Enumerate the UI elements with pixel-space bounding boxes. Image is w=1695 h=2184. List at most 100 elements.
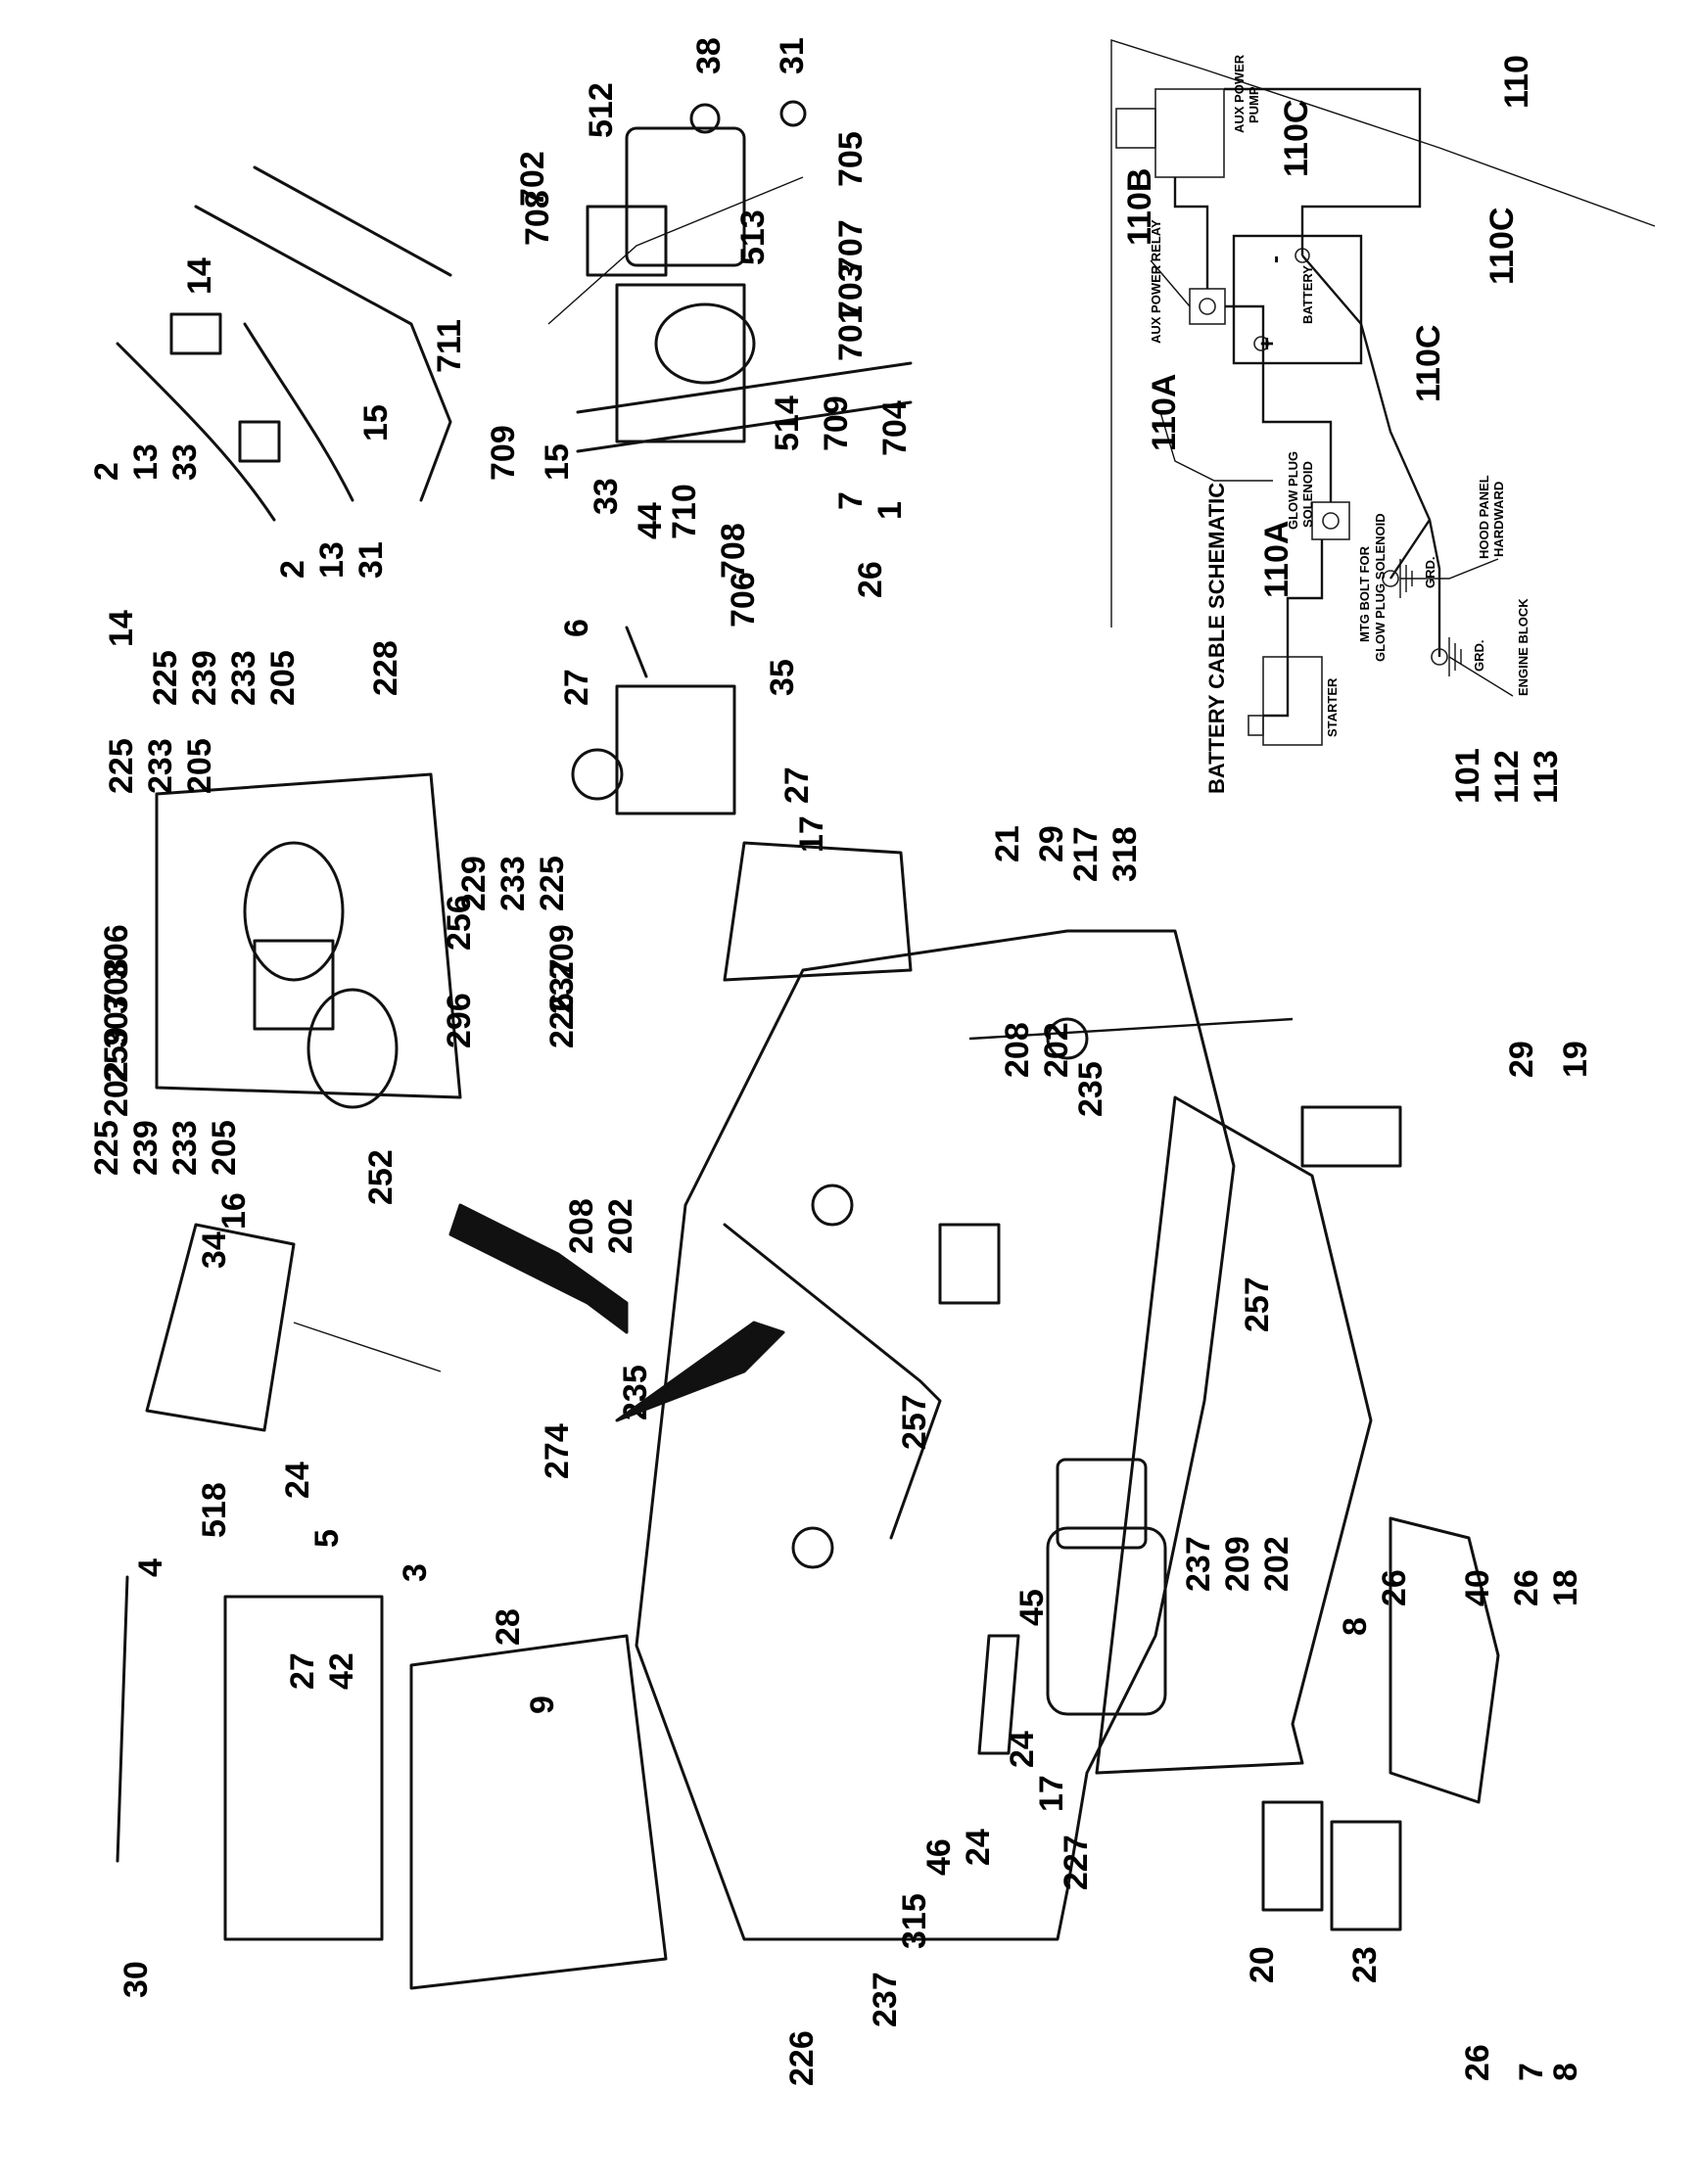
callout: 513 [734, 209, 772, 265]
bracket-40 [1389, 1516, 1500, 1804]
callout: 205 [206, 1120, 243, 1176]
callout: 318 [1106, 826, 1144, 882]
cable-110c-ground [1301, 255, 1441, 657]
callout: 20 [1244, 1946, 1281, 1983]
callout: 40 [1459, 1569, 1496, 1606]
callout: 110 [1498, 55, 1535, 109]
callout: 259 [98, 1027, 135, 1083]
hose-group: 14 2 13 33 15 2 13 31 14 [88, 165, 452, 647]
callout: 306 [98, 924, 135, 980]
solenoid-group: 225 239 233 205 228 225 233 205 229 233 … [88, 640, 581, 1205]
label-mtg-bolt-1: MTG BOLT FOR [1357, 545, 1372, 642]
callout: 307 [98, 993, 135, 1048]
callout: 704 [876, 400, 914, 456]
ground-point-hood [1382, 570, 1399, 587]
callout: 226 [543, 993, 581, 1048]
callout: 31 [774, 37, 811, 74]
label-mtg-bolt-2: GLOW PLUG SOLENOID [1373, 513, 1388, 662]
callout: 44 [632, 502, 669, 539]
frame-plate [635, 929, 1236, 1941]
callout: 26 [1459, 2044, 1496, 2081]
callout: 26 [1376, 1569, 1413, 1606]
callout: 3 [397, 1563, 434, 1582]
label-glow-plug-1: GLOW PLUG [1286, 451, 1300, 530]
label-aux-pump-2: PUMP [1247, 86, 1261, 123]
frame-hole [1046, 1017, 1089, 1060]
callout: 33 [588, 478, 625, 515]
callout: 202 [1038, 1022, 1075, 1078]
callout: 228 [367, 640, 404, 696]
solenoid-bracket-installed [723, 841, 913, 982]
hose-15 [243, 322, 354, 502]
clamp-20 [1261, 1800, 1324, 1912]
callout: 235 [1072, 1061, 1109, 1117]
fitting-31 [238, 420, 281, 463]
bolt-6 [625, 626, 648, 678]
callout: 705 [832, 131, 870, 187]
battery-cable-schematic: BATTERY CABLE SCHEMATIC STARTER MTG BOLT… [1110, 39, 1656, 804]
callout: 1 [871, 501, 909, 520]
manifold-group: 6 27 35 27 17 [558, 619, 830, 853]
cable-110b [1173, 177, 1209, 289]
solenoid-252 [306, 988, 399, 1109]
callout: 709 [485, 425, 522, 481]
battery-holddown-30 [223, 1595, 384, 1941]
manifold-cartridge [571, 748, 624, 801]
callout: 274 [539, 1423, 576, 1479]
label-hood-panel-2: HARDWARD [1491, 482, 1506, 557]
callout: 237 [543, 958, 581, 1014]
battery-plus-terminal [1253, 336, 1269, 351]
glow-plug-solenoid-box [1311, 501, 1350, 540]
glow-plug-solenoid-terminal [1322, 512, 1340, 530]
callout: 27 [284, 1652, 321, 1690]
frame-cutout [723, 1223, 942, 1540]
module-harness [293, 1322, 442, 1372]
callout: 208 [563, 1198, 600, 1254]
label-hood-panel-1: HOOD PANEL [1477, 475, 1491, 559]
callout: 296 [441, 993, 478, 1048]
control-module-518 [145, 1223, 296, 1432]
callout: 5 [308, 1529, 346, 1548]
callout: 227 [1058, 1835, 1095, 1890]
callout: 233 [142, 738, 179, 794]
callout: 237 [1180, 1536, 1217, 1592]
battery-3 [409, 1634, 668, 1990]
aux-pump-canister [625, 126, 746, 267]
callout: 252 [362, 1149, 400, 1205]
callout: 17 [1033, 1775, 1070, 1812]
callout: 21 [989, 825, 1026, 862]
leader-hood-panel [1400, 558, 1499, 580]
callout: 27 [778, 767, 816, 804]
fitting-38 [689, 103, 721, 134]
callout: 711 [431, 319, 468, 373]
callout: 229 [455, 856, 493, 911]
callout: 4 [132, 1558, 169, 1577]
arrow-to-bracket [448, 1203, 629, 1334]
solenoid-228 [243, 841, 345, 982]
callout: 8 [1547, 2063, 1584, 2081]
callout: 34 [196, 1231, 233, 1269]
main-frame: 21 29 217 318 29 19 208 202 235 208 202 … [539, 825, 1594, 1941]
battery-group: 4 27 42 3 30 28 9 315 237 226 [116, 1203, 933, 2086]
hose-704-edge [576, 400, 913, 453]
frame-hole [791, 1526, 834, 1569]
starter-terminal [1248, 715, 1264, 736]
valve-group: 512 38 31 702 708 705 513 707 703 701 71… [431, 37, 914, 627]
callout: 110A [1146, 374, 1183, 451]
callout: 237 [867, 1972, 904, 2027]
callout: 27 [558, 669, 595, 706]
callout: 19 [1557, 1041, 1594, 1078]
label-plus: + [1254, 337, 1281, 350]
rod-4 [116, 1575, 129, 1863]
frame-hole [811, 1184, 854, 1227]
callout: 514 [769, 395, 806, 451]
callout: 14 [103, 610, 140, 647]
callout: 38 [690, 37, 728, 74]
callout: 113 [1528, 750, 1565, 804]
callout: 308 [98, 958, 135, 1014]
starter-group: 45 46 24 24 17 227 237 209 202 [920, 1458, 1295, 1890]
callout: 257 [896, 1394, 933, 1450]
label-ground-2: GRD. [1472, 640, 1486, 673]
